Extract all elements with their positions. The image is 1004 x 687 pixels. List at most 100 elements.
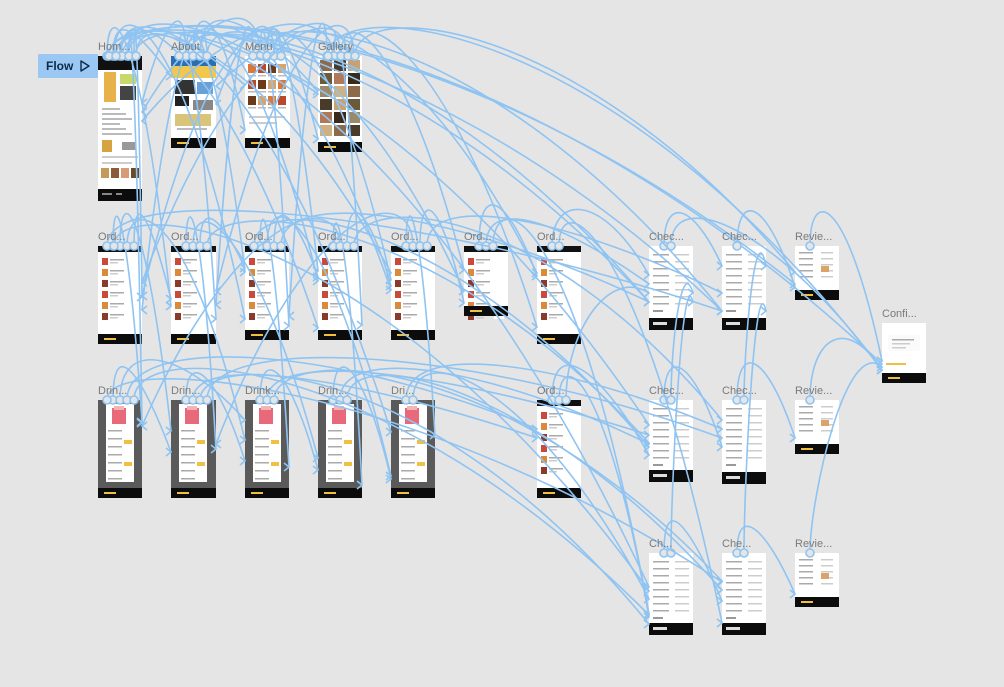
frame-title[interactable]: Revie... — [795, 538, 833, 550]
connection-line — [492, 218, 650, 615]
frame-title[interactable]: Ord... — [171, 231, 199, 243]
frame-title[interactable]: Ord... — [537, 231, 565, 243]
connection-port[interactable] — [202, 395, 212, 405]
connection-port[interactable] — [202, 51, 212, 61]
frame-title[interactable]: Confi... — [882, 308, 917, 320]
connection-arrow — [165, 294, 173, 304]
frame-thumbnail-drink-4[interactable] — [318, 400, 362, 498]
connection-arrow — [789, 589, 797, 599]
connection-port[interactable] — [102, 395, 112, 405]
connection-arrow — [687, 288, 695, 298]
connection-port[interactable] — [554, 241, 564, 251]
connection-port[interactable] — [342, 395, 352, 405]
frame-title[interactable]: Chec... — [649, 231, 684, 243]
frame-title[interactable]: Chec... — [722, 231, 757, 243]
connection-port[interactable] — [248, 51, 258, 61]
connection-arrow — [458, 298, 466, 308]
connection-port[interactable] — [129, 241, 139, 251]
frame-title[interactable]: Ch... — [649, 538, 673, 550]
frame-title[interactable]: Ord... — [98, 231, 126, 243]
frame-thumbnail-drink-5[interactable] — [391, 400, 435, 498]
frame-thumbnail-confirm[interactable] — [882, 323, 926, 383]
connection-line — [119, 359, 246, 421]
frame-title[interactable]: Drin... — [318, 385, 348, 397]
connection-port[interactable] — [323, 51, 333, 61]
frame-title[interactable]: Revie... — [795, 231, 833, 243]
connection-port[interactable] — [109, 241, 119, 251]
frame-thumbnail-about[interactable] — [171, 56, 216, 148]
connection-line — [199, 217, 246, 269]
frame-title[interactable]: Che... — [722, 538, 752, 550]
frame-thumbnail-check-4[interactable] — [722, 400, 766, 484]
frame-thumbnail-check-1[interactable] — [649, 246, 693, 330]
play-icon[interactable] — [78, 59, 92, 73]
frame-title[interactable]: Drink... — [245, 385, 280, 397]
frame-thumbnail-check-5[interactable] — [649, 553, 693, 635]
frame-thumbnail-drink-1[interactable] — [98, 400, 142, 498]
frame-thumbnail-review-3[interactable] — [795, 553, 839, 607]
connection-port[interactable] — [422, 241, 432, 251]
connection-port[interactable] — [732, 241, 742, 251]
frame-thumbnail-order-8[interactable] — [537, 400, 581, 498]
connection-port[interactable] — [129, 395, 139, 405]
connection-line — [128, 35, 143, 424]
connection-arrow — [789, 433, 797, 443]
connection-line — [743, 252, 767, 401]
connection-arrow — [140, 277, 148, 287]
frame-title[interactable]: Chec... — [649, 385, 684, 397]
connection-port[interactable] — [174, 51, 184, 61]
connection-port[interactable] — [805, 395, 815, 405]
frame-title[interactable]: Drin... — [98, 385, 128, 397]
connection-port[interactable] — [131, 51, 141, 61]
connection-port[interactable] — [276, 241, 286, 251]
frame-title[interactable]: Dri... — [391, 385, 415, 397]
connection-line — [206, 31, 465, 292]
connection-arrow — [312, 323, 320, 333]
frame-title[interactable]: Gallery — [318, 41, 353, 53]
frame-thumbnail-drink-2[interactable] — [171, 400, 216, 498]
connection-port[interactable] — [739, 395, 749, 405]
frame-title[interactable]: Ord... — [537, 385, 565, 397]
frame-title[interactable]: Menu — [245, 41, 273, 53]
frame-title[interactable]: Ord... — [245, 231, 273, 243]
connection-line — [419, 209, 465, 304]
frame-title[interactable]: Hom... — [98, 41, 131, 53]
frame-title[interactable]: Revie... — [795, 385, 833, 397]
connection-arrow — [643, 582, 651, 592]
connection-line — [663, 366, 723, 448]
frame-title[interactable]: About — [171, 41, 200, 53]
connection-port[interactable] — [805, 241, 815, 251]
connection-port[interactable] — [488, 241, 498, 251]
connection-port[interactable] — [202, 241, 212, 251]
connection-line — [288, 22, 328, 317]
connection-line — [141, 29, 208, 311]
flow-starting-point[interactable]: Flow — [38, 54, 98, 78]
connection-arrow — [312, 276, 320, 286]
frame-title[interactable]: Ord... — [391, 231, 419, 243]
connection-port[interactable] — [276, 51, 286, 61]
connection-port[interactable] — [269, 395, 279, 405]
connection-port[interactable] — [111, 51, 121, 61]
connection-line — [736, 362, 796, 439]
connection-arrow — [531, 322, 539, 332]
frame-title[interactable]: Chec... — [722, 385, 757, 397]
frame-title[interactable]: Ord... — [464, 231, 492, 243]
connection-line — [478, 204, 538, 277]
connection-port[interactable] — [561, 395, 571, 405]
connection-port[interactable] — [805, 548, 815, 558]
flow-label: Flow — [46, 59, 74, 73]
connection-arrow — [643, 586, 651, 596]
connection-port[interactable] — [249, 241, 259, 251]
frame-title[interactable]: Ord... — [318, 231, 346, 243]
connection-port[interactable] — [666, 395, 676, 405]
connection-port[interactable] — [350, 51, 360, 61]
frame-thumbnail-review-2[interactable] — [795, 400, 839, 454]
frame-title[interactable]: Drin... — [171, 385, 201, 397]
connection-arrow — [716, 618, 724, 628]
frame-thumbnail-drink-3[interactable] — [245, 400, 289, 498]
connection-port[interactable] — [408, 395, 418, 405]
connection-port[interactable] — [349, 241, 359, 251]
connection-port[interactable] — [739, 548, 749, 558]
connection-line — [280, 30, 538, 274]
